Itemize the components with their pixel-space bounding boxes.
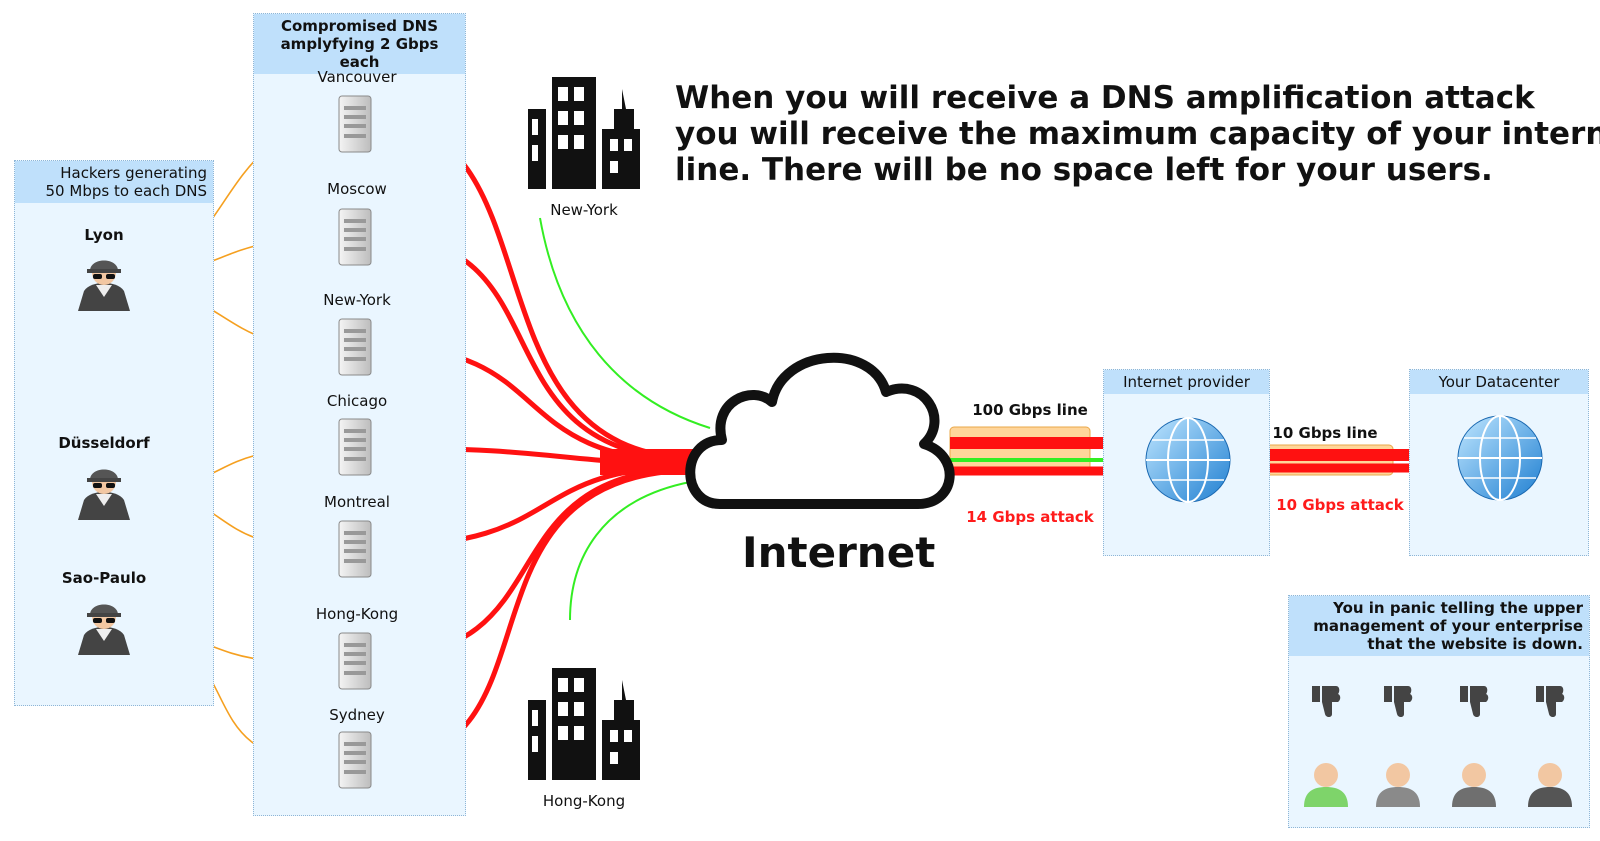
legit-hongkong [569, 481, 691, 621]
server-label: Vancouver [317, 68, 397, 86]
headline: When you will receive a DNS amplificatio… [675, 80, 1600, 188]
attack-label-14g: 14 Gbps attack [966, 508, 1094, 526]
thumbs-down-icon [1536, 686, 1565, 717]
legit-newyork [539, 217, 711, 429]
panic-panel: You in panic telling the upper managemen… [1288, 595, 1590, 828]
globe-icon [1145, 417, 1231, 503]
hacker-icon [78, 260, 130, 311]
hackers-panel: Hackers generating 50 Mbps to each DNS [14, 160, 214, 706]
datacenter-title: Your Datacenter [1410, 370, 1588, 394]
hacker-icon [78, 469, 130, 520]
globe-icon [1457, 415, 1543, 501]
hacker-icon [78, 604, 130, 655]
server-label: Sydney [329, 706, 385, 724]
thumbs-down-icon [1384, 686, 1413, 717]
cloud-icon [685, 352, 955, 509]
hacker-label: Lyon [84, 226, 124, 244]
thumbs-down-icon [1460, 686, 1489, 717]
hackers-panel-header: Hackers generating 50 Mbps to each DNS [15, 161, 213, 203]
hacker-label: Sao-Paulo [61, 569, 147, 587]
server-icon [338, 318, 372, 376]
server-icon [338, 95, 372, 153]
server-label: Moscow [327, 180, 387, 198]
datacenter-panel: Your Datacenter [1409, 369, 1589, 556]
provider-title: Internet provider [1104, 370, 1269, 394]
hacker-label: Düsseldorf [58, 434, 150, 452]
building-icon [528, 77, 640, 189]
server-icon [338, 418, 372, 476]
server-label: Chicago [326, 392, 388, 410]
server-icon [338, 208, 372, 266]
server-label: New-York [323, 291, 391, 309]
panic-panel-header: You in panic telling the upper managemen… [1289, 596, 1589, 656]
server-icon [338, 632, 372, 690]
server-label: Hong-Kong [315, 605, 399, 623]
person-icon [1452, 763, 1496, 807]
line-label-100g: 100 Gbps line [972, 401, 1088, 419]
thumbs-down-icon [1312, 686, 1341, 717]
city-label: Hong-Kong [542, 792, 626, 810]
building-icon [528, 668, 640, 780]
dns-panel-header: Compromised DNS amplyfying 2 Gbps each [254, 14, 465, 74]
server-icon [338, 520, 372, 578]
person-icon [1376, 763, 1420, 807]
attack-label-10g: 10 Gbps attack [1276, 496, 1404, 514]
line-label-10g: 10 Gbps line [1272, 424, 1378, 442]
person-icon [1304, 763, 1348, 807]
city-label: New-York [550, 201, 618, 219]
person-icon [1528, 763, 1572, 807]
server-label: Montreal [324, 493, 390, 511]
server-icon [338, 731, 372, 789]
internet-label: Internet [742, 528, 936, 577]
